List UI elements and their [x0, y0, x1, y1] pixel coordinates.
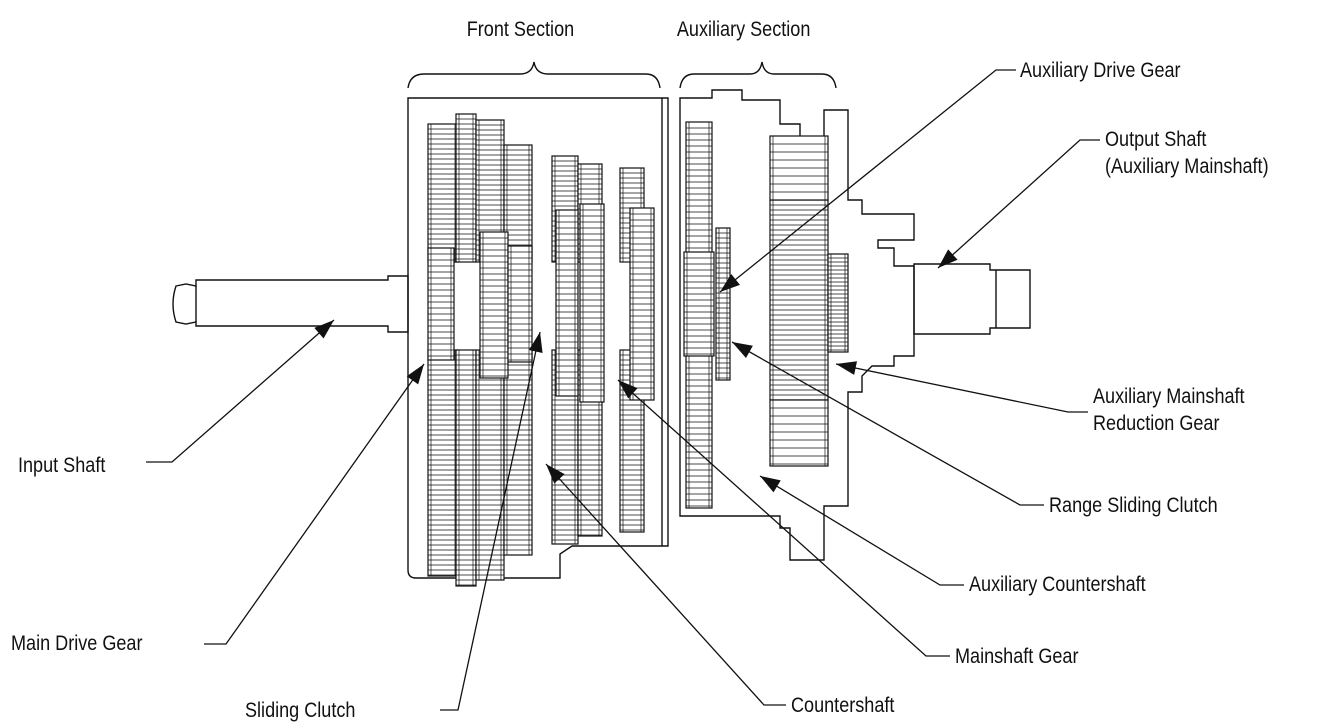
mainshaft-gear-arrowhead: [618, 380, 638, 399]
output-bearing: [827, 253, 849, 353]
sliding-clutch-leader: [440, 331, 541, 711]
output-shaft-label-line2: (Auxiliary Mainshaft): [1105, 155, 1269, 178]
auxiliary-countershaft-arrowhead: [760, 476, 781, 493]
auxiliary-drive-gear-hub: [683, 251, 715, 357]
sliding-clutch-label: Sliding Clutch: [245, 699, 356, 722]
aux-mainshaft-reduction-gear-label: Auxiliary Mainshaft Reduction Gear: [1093, 383, 1245, 437]
auxiliary-section-brace: [679, 61, 837, 89]
mainshaft-gear-1: [479, 231, 509, 379]
input-shaft-arrowhead: [314, 320, 334, 339]
countershaft-gear-upper-0: [427, 123, 459, 263]
auxiliary-countershaft-leader: [759, 475, 964, 586]
main-drive-gear-leader: [204, 363, 425, 645]
main-drive-gear-arrowhead: [406, 364, 424, 385]
input-shaft-leader: [146, 319, 335, 463]
countershaft-label: Countershaft: [791, 694, 895, 717]
output-shaft-label-line1: Output Shaft: [1105, 128, 1207, 151]
auxiliary-countershaft-gear-upper: [769, 135, 829, 201]
main-drive-gear-label: Main Drive Gear: [11, 632, 143, 655]
front-housing: [407, 97, 669, 579]
range-sliding-clutch-leader: [731, 341, 1044, 506]
aux-mainshaft-reduction-gear-leader: [835, 363, 1088, 413]
range-sliding-clutch-body: [715, 227, 731, 381]
auxiliary-countershaft-gear-lower: [769, 399, 829, 467]
aux-mainshaft-reduction-line1: Auxiliary Mainshaft: [1093, 385, 1245, 408]
mainshaft-gear-label: Mainshaft Gear: [955, 645, 1079, 668]
output-shaft-body: [913, 263, 1031, 335]
countershaft-gear-upper-3: [503, 144, 533, 263]
auxiliary-drive-gear-arrowhead: [720, 274, 740, 292]
range-sliding-clutch-arrowhead: [732, 342, 753, 358]
front-section-label: Front Section: [466, 18, 575, 41]
countershaft-leader: [545, 463, 786, 706]
mainshaft-gear-2: [507, 245, 533, 363]
mainshaft-gear-3: [555, 209, 579, 397]
mainshaft-gear-5: [629, 207, 655, 401]
range-sliding-clutch-label: Range Sliding Clutch: [1049, 494, 1218, 517]
input-shaft: [172, 275, 409, 333]
countershaft-arrowhead: [546, 464, 565, 484]
input-shaft-label: Input Shaft: [18, 454, 106, 477]
countershaft-gear-lower-0: [427, 349, 459, 577]
countershaft-gear-lower-2: [475, 349, 505, 581]
aux-mainshaft-reduction-line2: Reduction Gear: [1093, 412, 1220, 435]
aux-mainshaft-reduction-gear-arrowhead: [836, 361, 858, 375]
auxiliary-drive-gear-leader: [719, 69, 1016, 293]
output-shaft-label: Output Shaft (Auxiliary Mainshaft): [1105, 126, 1269, 180]
mainshaft-gear-0: [427, 247, 455, 361]
output-shaft-leader: [937, 139, 1100, 269]
front-section-brace: [407, 61, 661, 89]
output-shaft-arrowhead: [938, 249, 958, 268]
mainshaft-gear-4: [579, 203, 605, 403]
auxiliary-mainshaft-reduction-gear: [769, 199, 829, 401]
auxiliary-drive-gear-label: Auxiliary Drive Gear: [1020, 59, 1181, 82]
countershaft-gear-lower-3: [503, 349, 533, 556]
mainshaft-gear-leader: [617, 379, 950, 657]
auxiliary-section-label: Auxiliary Section: [676, 18, 811, 41]
auxiliary-countershaft-label: Auxiliary Countershaft: [969, 573, 1146, 596]
auxiliary-housing: [679, 89, 915, 561]
sliding-clutch-arrowhead: [528, 332, 543, 354]
countershaft-gear-upper-1: [455, 113, 477, 263]
countershaft-gear-lower-1: [455, 349, 477, 587]
